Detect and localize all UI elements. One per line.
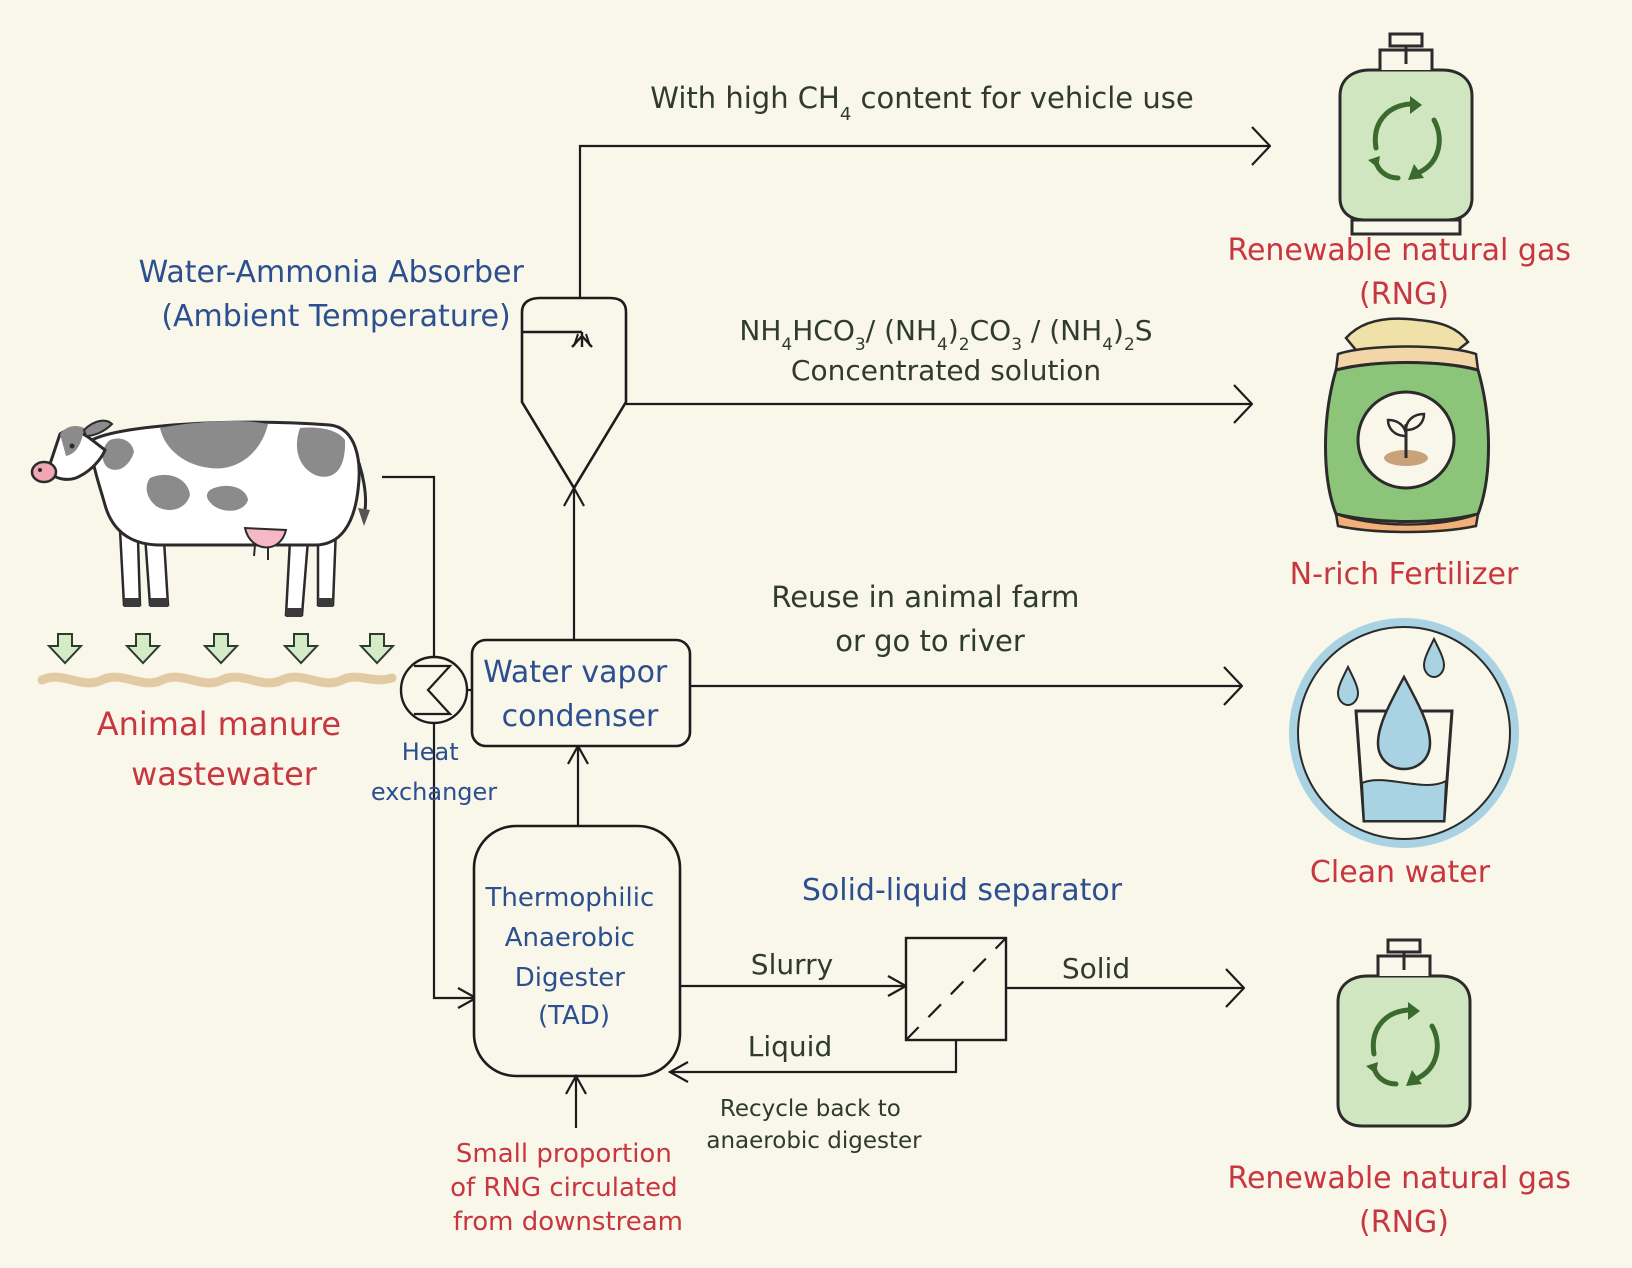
rng-top-label: Renewable natural gas (RNG) [1227,233,1580,312]
down-arrow-icon [124,633,162,665]
manure-label: Animal manure wastewater [97,705,352,793]
slurry-label: Slurry [751,948,833,981]
heat-exchanger-label: Heat exchanger [371,738,497,806]
rng-line [578,146,1270,298]
down-arrow-icon [202,633,240,665]
down-arrow-icon [46,633,84,665]
fertilizer-bag-icon [1324,317,1490,534]
absorber-label: Water-Ammonia Absorber (Ambient Temperat… [139,255,534,334]
down-arrow-icon [282,633,320,665]
separator-icon [904,936,1008,1042]
recycle-label: Recycle back to anaerobic digester [706,1096,922,1154]
absorber-vessel [520,296,628,491]
separator-label: Solid-liquid separator [802,873,1123,908]
gas-tank-icon [1338,32,1474,236]
liquid-label: Liquid [748,1030,832,1063]
cow-icon [30,419,370,617]
solution-formula: NH4HCO3/ (NH4)2CO3 / (NH4)2S [739,314,1152,355]
feed-line-to-digester [432,718,476,998]
water-label: Clean water [1310,855,1491,890]
manure-flow-arrows [46,633,396,665]
spray-nozzle-icon [522,330,593,348]
rng-bottom-label: Renewable natural gas (RNG) [1227,1161,1580,1240]
fertilizer-label: N-rich Fertilizer [1290,557,1519,592]
condenser-label: Water vapor condenser [483,655,677,734]
digester-label: Thermophilic Anaerobic Digester (TAD) [484,883,662,1031]
condenser-box [470,638,692,748]
solution-label: Concentrated solution [791,354,1101,387]
rng-feed-label: Small proportion of RNG circulated from … [450,1139,686,1237]
ch4-label: With high CH4 content for vehicle use [650,81,1193,125]
liquid-recycle-line [670,1040,958,1072]
gas-tank-icon [1336,938,1472,1128]
feed-line [382,475,436,662]
solid-label: Solid [1062,952,1130,985]
manure-wave [37,672,397,688]
water-glass-icon [1289,618,1519,848]
heat-exchanger-icon [399,655,469,725]
reuse-label: Reuse in animal farm or go to river [771,580,1088,658]
down-arrow-icon [358,633,396,665]
